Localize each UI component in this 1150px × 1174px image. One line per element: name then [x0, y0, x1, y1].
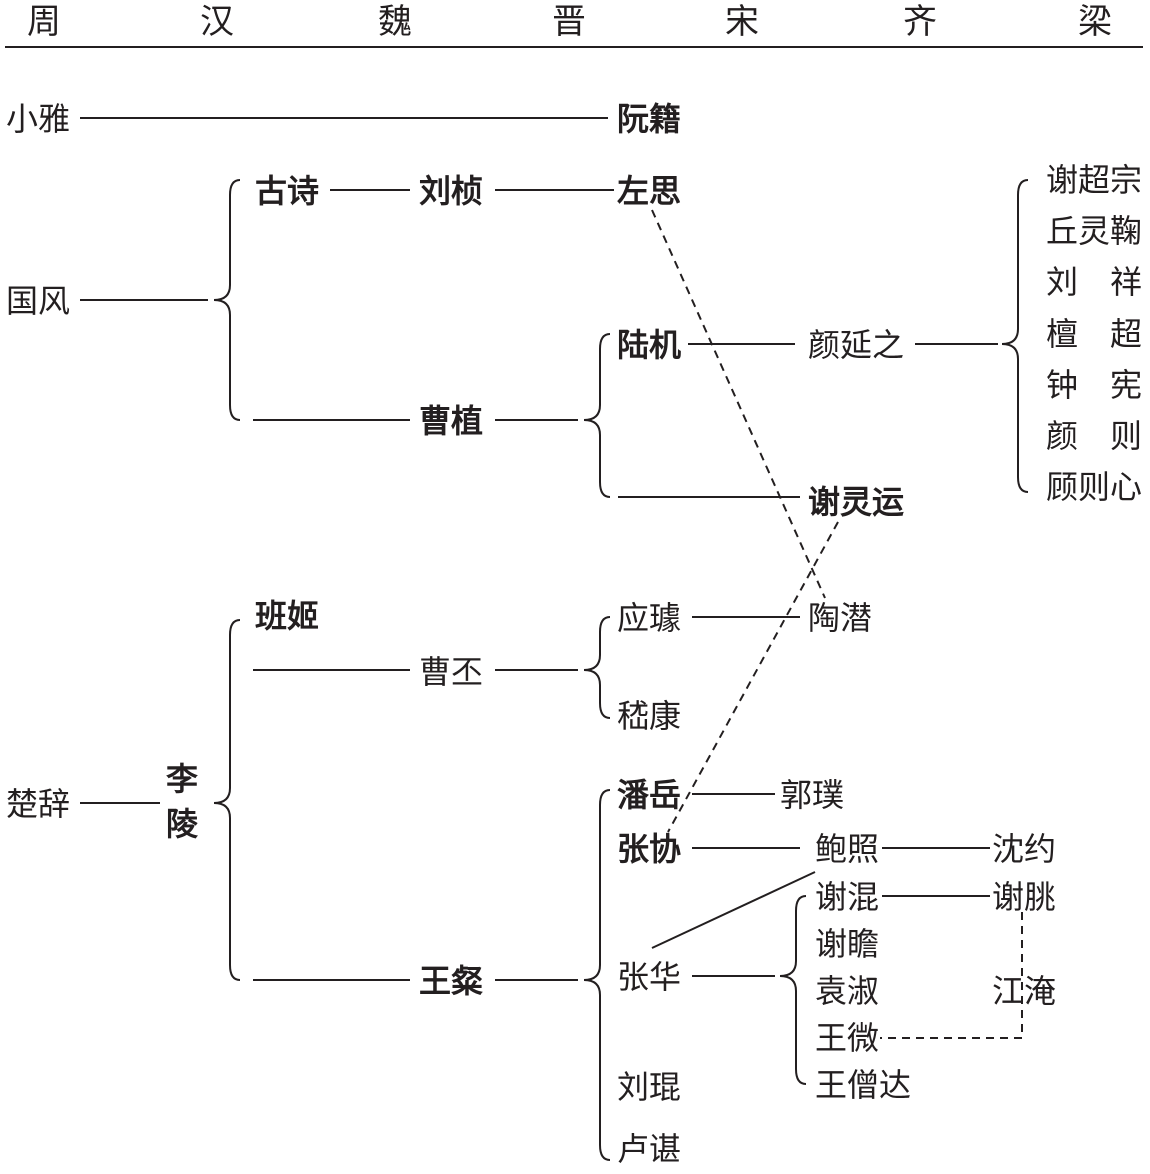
- brace-caopi: [583, 616, 611, 719]
- node-ling: 陵: [166, 805, 199, 843]
- node-liang-6: 颜 则: [1046, 417, 1142, 455]
- node-chuci: 楚辞: [6, 785, 70, 823]
- dynasty-liang: 梁: [1078, 2, 1112, 42]
- node-panyue: 潘岳: [617, 776, 681, 814]
- node-caopi: 曹丕: [419, 653, 483, 691]
- node-caozhi: 曹植: [419, 402, 483, 440]
- edge-zhanghua-baozhao: [651, 871, 816, 949]
- node-yingqu: 应璩: [617, 599, 681, 637]
- brace-liang: [1001, 179, 1029, 493]
- dashed-xietiao-wangwei: [880, 912, 1023, 1039]
- brace-zhanghua: [779, 895, 807, 1085]
- node-xiezhan: 谢瞻: [815, 925, 879, 963]
- node-jiangyan: 江淹: [992, 972, 1056, 1010]
- node-zuosi: 左思: [617, 172, 681, 210]
- node-wangcan: 王粲: [419, 962, 483, 1000]
- node-xielingyun: 谢灵运: [808, 483, 904, 521]
- node-yanyanzhi: 颜延之: [808, 326, 904, 364]
- brace-wangcan: [583, 789, 611, 1161]
- node-xietiao: 谢朓: [992, 878, 1056, 916]
- dynasty-zhou: 周: [27, 2, 61, 42]
- brace-guofeng: [213, 179, 241, 421]
- node-liang-3: 刘 祥: [1046, 263, 1142, 301]
- dynasty-qi: 齐: [903, 2, 937, 42]
- node-liang-1: 谢超宗: [1046, 161, 1142, 199]
- node-liuzhen: 刘桢: [419, 172, 483, 210]
- connector-lines: [80, 117, 1023, 1039]
- brace-chuci: [213, 619, 241, 981]
- node-luji: 陆机: [617, 326, 681, 364]
- dynasty-header: 周 汉 魏 晋 宋 齐 梁: [27, 2, 1112, 42]
- node-labels: 小雅 阮籍 国风 古诗 刘桢 左思 曹植 陆机 颜延之 谢灵运 谢超宗 丘灵鞠 …: [6, 100, 1142, 1168]
- node-liang-7: 顾则心: [1046, 468, 1142, 506]
- node-gushi: 古诗: [255, 172, 319, 210]
- node-liang-4: 檀 超: [1046, 315, 1142, 353]
- node-zhanghua: 张华: [617, 958, 681, 996]
- braces: [213, 179, 1029, 1161]
- dynasty-song: 宋: [725, 2, 759, 42]
- node-shenyue: 沈约: [992, 830, 1056, 868]
- node-wangsengda: 王僧达: [815, 1066, 911, 1104]
- node-guopu: 郭璞: [780, 776, 844, 814]
- node-wangwei: 王微: [815, 1019, 879, 1057]
- node-liang-5: 钟 宪: [1046, 366, 1142, 404]
- dynasty-wei: 魏: [378, 2, 412, 42]
- node-banji: 班姬: [255, 597, 319, 635]
- node-baozhao: 鲍照: [815, 830, 879, 868]
- node-liang-2: 丘灵鞠: [1046, 212, 1142, 250]
- node-yuanshu: 袁淑: [815, 972, 879, 1010]
- node-liukun: 刘琨: [617, 1068, 681, 1106]
- node-li: 李: [166, 760, 198, 798]
- brace-caozhi: [583, 333, 611, 498]
- node-xiehun: 谢混: [815, 878, 879, 916]
- node-xiaoya: 小雅: [6, 100, 70, 138]
- liang-group: 谢超宗 丘灵鞠 刘 祥 檀 超 钟 宪 颜 则 顾则心: [1046, 161, 1142, 506]
- dynasty-han: 汉: [200, 2, 234, 42]
- dynasty-jin: 晋: [552, 2, 586, 42]
- node-guofeng: 国风: [6, 282, 70, 320]
- node-jikang: 嵇康: [617, 697, 681, 735]
- dashed-xielingyun-zhangxie: [667, 521, 839, 833]
- dashed-zuosi-taoqian: [651, 209, 826, 599]
- node-luchen: 卢谌: [617, 1130, 681, 1168]
- node-ruanji: 阮籍: [617, 100, 681, 138]
- node-zhangxie: 张协: [617, 830, 681, 868]
- node-taoqian: 陶潜: [808, 599, 872, 637]
